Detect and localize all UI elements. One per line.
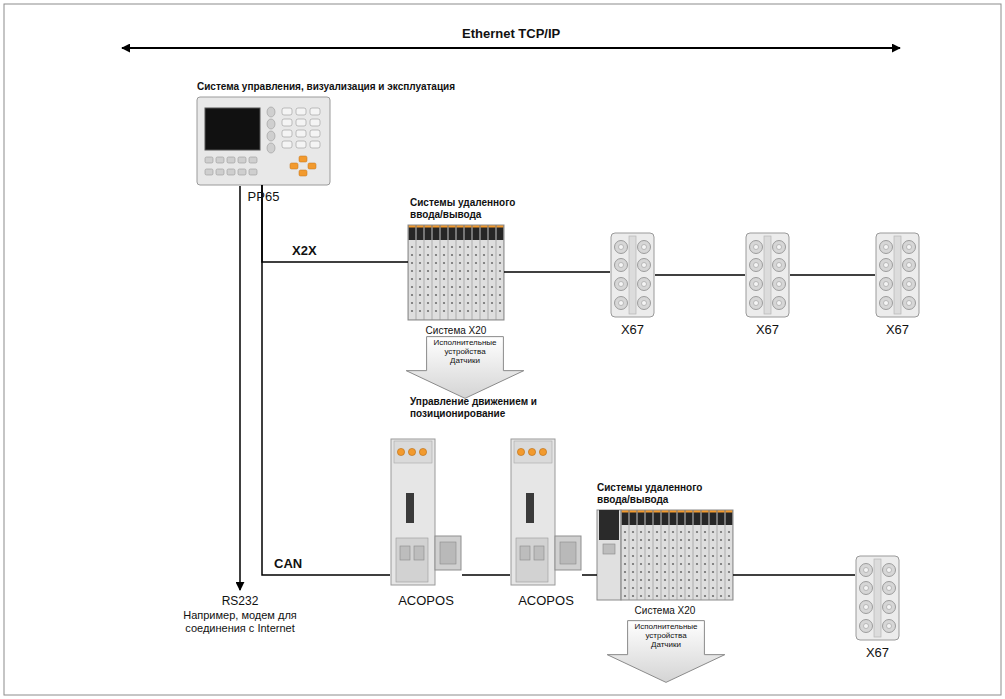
x67-module: X67 xyxy=(875,232,920,318)
x20-module-stack xyxy=(408,225,504,320)
pp65-panel xyxy=(197,97,330,185)
bus-line xyxy=(655,274,745,276)
rs232-arrow xyxy=(239,186,241,590)
arrow-caption: Исполнительные устройства Датчики xyxy=(433,339,497,365)
device-name: ACOPOS xyxy=(398,594,454,608)
acopos-drive: ACOPOS xyxy=(390,438,462,588)
network-name: Ethernet TCP/IP xyxy=(462,26,560,42)
signal-arrow: Исполнительные устройства Датчики xyxy=(405,336,525,399)
bus-line xyxy=(462,574,510,576)
device-name: X67 xyxy=(756,323,779,337)
x20-system: Системы удаленного ввода/выводаСистема X… xyxy=(597,510,733,600)
port-name: RS232 xyxy=(222,594,259,608)
x67-module xyxy=(746,233,789,317)
x20-system: Системы удаленного ввода/выводаСистема X… xyxy=(408,225,504,320)
group-heading: Управление движением и позиционирование xyxy=(410,396,560,420)
x67-module xyxy=(611,233,654,317)
x67-module: X67 xyxy=(610,232,655,318)
device-heading: Система управления, визуализация и экспл… xyxy=(197,81,455,93)
frame xyxy=(4,4,1001,695)
bus-line xyxy=(582,574,597,576)
acopos-drive xyxy=(511,439,581,585)
signal-arrow: Исполнительные устройства Датчики xyxy=(606,620,726,683)
acopos-drive: ACOPOS xyxy=(510,438,582,588)
bus-name: CAN xyxy=(272,557,304,571)
ethernet-bus-arrow xyxy=(122,47,900,49)
device-name: X67 xyxy=(886,323,909,337)
device-name: X67 xyxy=(866,646,889,660)
bus-line xyxy=(262,185,390,575)
device-name: X67 xyxy=(621,323,644,337)
device-name: ACOPOS xyxy=(518,594,574,608)
device-name: Система X20 xyxy=(635,605,696,616)
device-name: Система X20 xyxy=(426,325,487,336)
x67-module xyxy=(876,233,919,317)
device-name: PP65 xyxy=(248,190,280,204)
bus-line xyxy=(790,274,875,276)
acopos-drive xyxy=(391,439,461,585)
x67-module xyxy=(856,556,899,640)
x67-module: X67 xyxy=(855,555,900,641)
bus-line xyxy=(262,185,408,262)
x67-module: X67 xyxy=(745,232,790,318)
device-heading: Системы удаленного ввода/вывода xyxy=(597,482,709,506)
arrow-caption: Исполнительные устройства Датчики xyxy=(634,623,698,649)
x20-module-stack xyxy=(597,510,733,600)
bus-line xyxy=(504,271,610,273)
note: Например, модем для соединения с Interne… xyxy=(165,609,315,635)
bus-name: X2X xyxy=(290,244,319,258)
bus-line xyxy=(733,574,855,576)
device-heading: Системы удаленного ввода/вывода xyxy=(410,197,522,221)
pp65-panel: Система управления, визуализация и экспл… xyxy=(197,97,330,185)
